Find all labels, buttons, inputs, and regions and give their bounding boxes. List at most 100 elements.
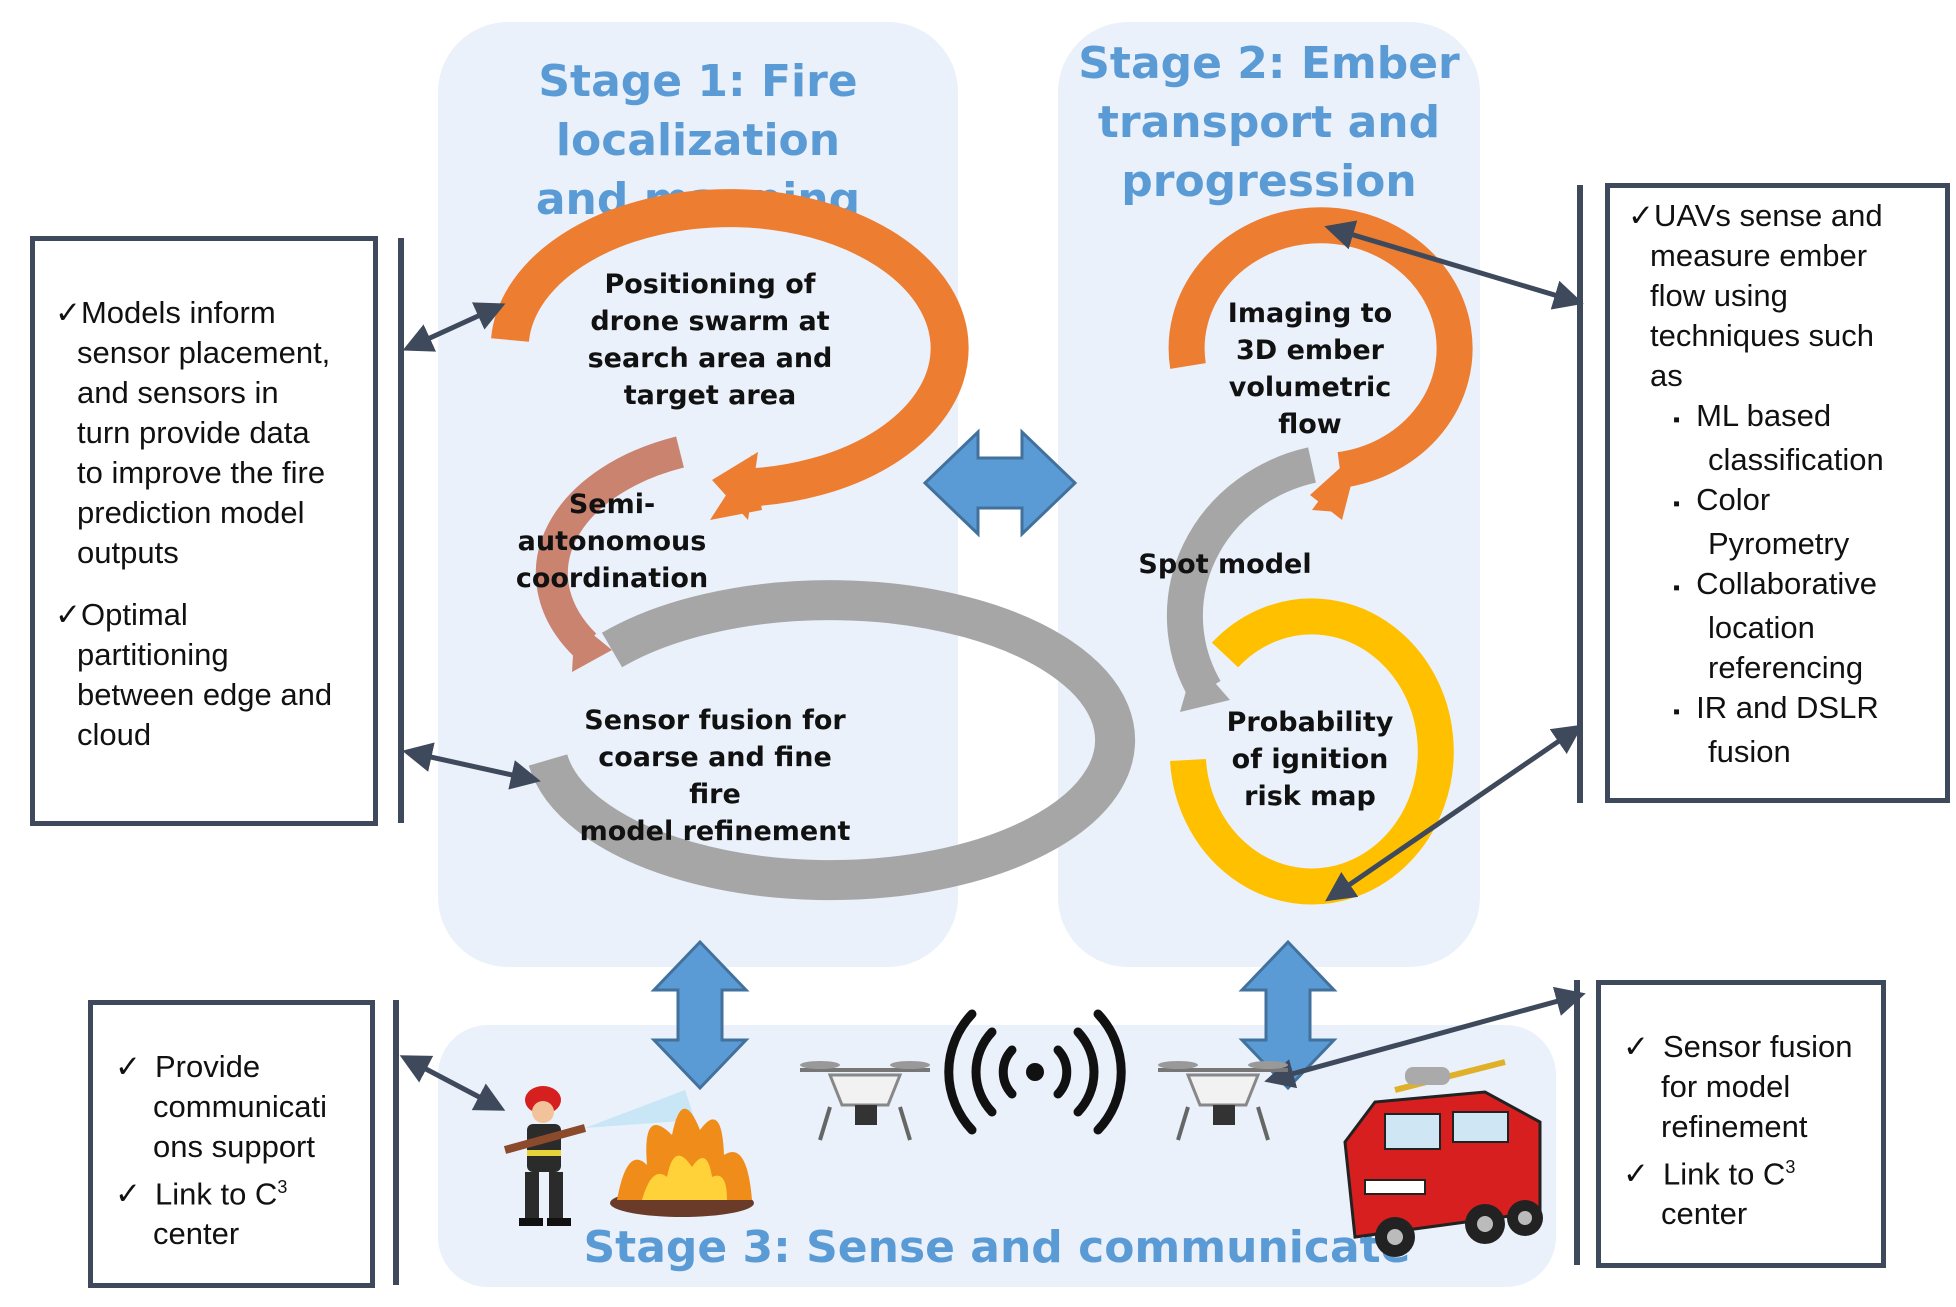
left-item-text: Optimal	[80, 597, 188, 632]
connector-right-top	[1324, 220, 1584, 310]
rose-cycle-arrow	[535, 436, 684, 672]
label-positioning-line: drone swarm at	[590, 306, 830, 337]
left-item: ✓Models inform sensor placement, and sen…	[55, 293, 363, 573]
label-sensor-fusion: Sensor fusion for coarse and fine fire m…	[570, 702, 860, 850]
right-intro-text: UAVs sense and	[1653, 198, 1883, 233]
check-icon: ✓	[1628, 198, 1654, 233]
square-bullet-icon: ▪	[1673, 701, 1681, 723]
label-semi-autonomous: Semi- autonomous coordination	[512, 486, 712, 597]
right-intro-text: measure ember	[1650, 238, 1868, 273]
right-intro-text: techniques such	[1650, 318, 1875, 353]
stage2-title: Stage 2: Ember transport and progression	[1058, 34, 1480, 211]
right-intro-text: flow using	[1650, 278, 1788, 313]
bl-item-text: ons support	[153, 1129, 315, 1164]
connector-left-top	[402, 302, 506, 352]
right-bullet-text: classification	[1708, 442, 1884, 477]
drone-icon-right	[1158, 1061, 1288, 1141]
gray-cycle-arrow-stage2	[1166, 447, 1317, 712]
label-semi-line: coordination	[515, 563, 709, 594]
left-item-text: cloud	[77, 717, 152, 752]
right-bullet-text: ML based	[1696, 398, 1832, 433]
label-semi-line: autonomous	[517, 526, 707, 557]
horizontal-double-arrow	[922, 428, 1078, 538]
label-spot-model: Spot model	[1125, 546, 1325, 583]
right-bullet-item: ▪ IR and DSLR	[1673, 688, 1939, 732]
bl-item-text: center	[153, 1216, 240, 1252]
br-item-text: for model	[1661, 1069, 1791, 1104]
bottom-left-bracket-bar	[393, 1000, 399, 1285]
left-item-text: turn provide data	[77, 415, 310, 450]
square-bullet-icon: ▪	[1673, 409, 1681, 431]
square-bullet-icon: ▪	[1673, 577, 1681, 599]
left-item-line: ✓Models inform	[55, 293, 363, 333]
right-bullet-text: referencing	[1708, 650, 1864, 685]
wireless-signal-icon	[944, 1009, 1126, 1135]
label-imaging-line: volumetric	[1228, 372, 1392, 403]
fire-truck-icon	[1343, 1059, 1543, 1257]
left-item: ✓Optimal partitioning between edge and c…	[55, 595, 363, 755]
left-item-text: outputs	[77, 535, 179, 570]
left-info-box: ✓Models inform sensor placement, and sen…	[30, 236, 378, 826]
label-imaging-line: Imaging to	[1227, 298, 1393, 329]
bottom-right-info-box: ✓ Sensor fusion for model refinement ✓ Lin…	[1596, 980, 1886, 1268]
label-positioning-line: search area and	[587, 343, 833, 374]
right-bullet-item: ▪ Color	[1673, 480, 1939, 524]
br-item-text: Link to C	[1662, 1156, 1786, 1192]
bl-item-line: ✓ Provide	[115, 1047, 364, 1087]
br-item-text: Sensor fusion	[1662, 1029, 1853, 1064]
label-probability-line: risk map	[1244, 781, 1376, 812]
stage2-title-line3: progression	[1121, 156, 1417, 207]
right-bullet-text: IR and DSLR	[1696, 690, 1879, 725]
bottom-left-info-box: ✓Provide communicati ons support ✓Link t…	[88, 1000, 375, 1288]
check-icon: ✓	[1623, 1156, 1649, 1192]
check-icon: ✓	[55, 597, 81, 632]
left-item-text: to improve the fire	[77, 455, 326, 490]
right-info-box: ✓UAVs sense and measure ember flow using…	[1605, 183, 1950, 803]
orange-cycle-arrow	[491, 189, 969, 520]
bl-item-text: Provide	[154, 1049, 261, 1084]
label-semi-line: Semi-	[568, 489, 656, 520]
right-bullet-text: Pyrometry	[1708, 526, 1850, 561]
label-probability: Probability of ignition risk map	[1210, 704, 1410, 815]
check-icon: ✓	[1623, 1029, 1649, 1064]
left-item-text: between edge and	[77, 677, 333, 712]
label-positioning-line: Positioning of	[604, 269, 816, 300]
br-item-text: refinement	[1661, 1109, 1808, 1144]
right-bullet-list: ▪ ML based classification ▪ Color Pyrometr…	[1628, 396, 1939, 772]
br-item-sup: 3	[1785, 1157, 1796, 1177]
label-probability-line: Probability	[1226, 707, 1394, 738]
left-item-text: prediction model	[77, 495, 305, 530]
connector-bottom-right	[1264, 986, 1586, 1089]
stage3-title-line: Stage 3: Sense and communicate	[583, 1222, 1411, 1273]
label-fusion-line: coarse and fine fire	[598, 742, 832, 810]
label-probability-line: of ignition	[1231, 744, 1389, 775]
connector-bottom-left	[399, 1055, 506, 1111]
br-item-text: center	[1661, 1196, 1748, 1232]
right-bullet-text: location	[1708, 610, 1815, 645]
check-icon: ✓	[115, 1049, 141, 1084]
bottom-right-bracket-bar	[1574, 980, 1580, 1265]
right-bullet-text: Color	[1696, 482, 1771, 517]
bl-item-line: ✓Link to C3	[115, 1167, 364, 1214]
left-bracket-bar	[398, 238, 404, 823]
label-positioning: Positioning of drone swarm at search are…	[580, 266, 840, 414]
connector-right-bottom	[1325, 724, 1583, 902]
label-fusion-line: Sensor fusion for	[584, 705, 846, 736]
stage2-title-line1: Stage 2: Ember	[1078, 38, 1460, 89]
bl-item-sup: 3	[277, 1177, 288, 1197]
check-icon: ✓	[55, 295, 81, 330]
left-item-line: ✓Optimal	[55, 595, 363, 635]
fire-icon	[610, 1108, 754, 1217]
label-imaging-line: 3D ember	[1236, 335, 1384, 366]
right-bracket-bar	[1577, 185, 1583, 803]
label-positioning-line: target area	[623, 380, 797, 411]
connector-lines	[399, 220, 1586, 1111]
stage2-title-line2: transport and	[1097, 97, 1441, 148]
right-bullet-item: ▪Collaborative	[1673, 564, 1939, 608]
right-bullet-text: fusion	[1708, 734, 1791, 769]
left-item-text: and sensors in	[77, 375, 279, 410]
square-bullet-icon: ▪	[1673, 493, 1681, 515]
drone-icon	[800, 1061, 930, 1141]
right-intro-text: as	[1650, 358, 1683, 393]
